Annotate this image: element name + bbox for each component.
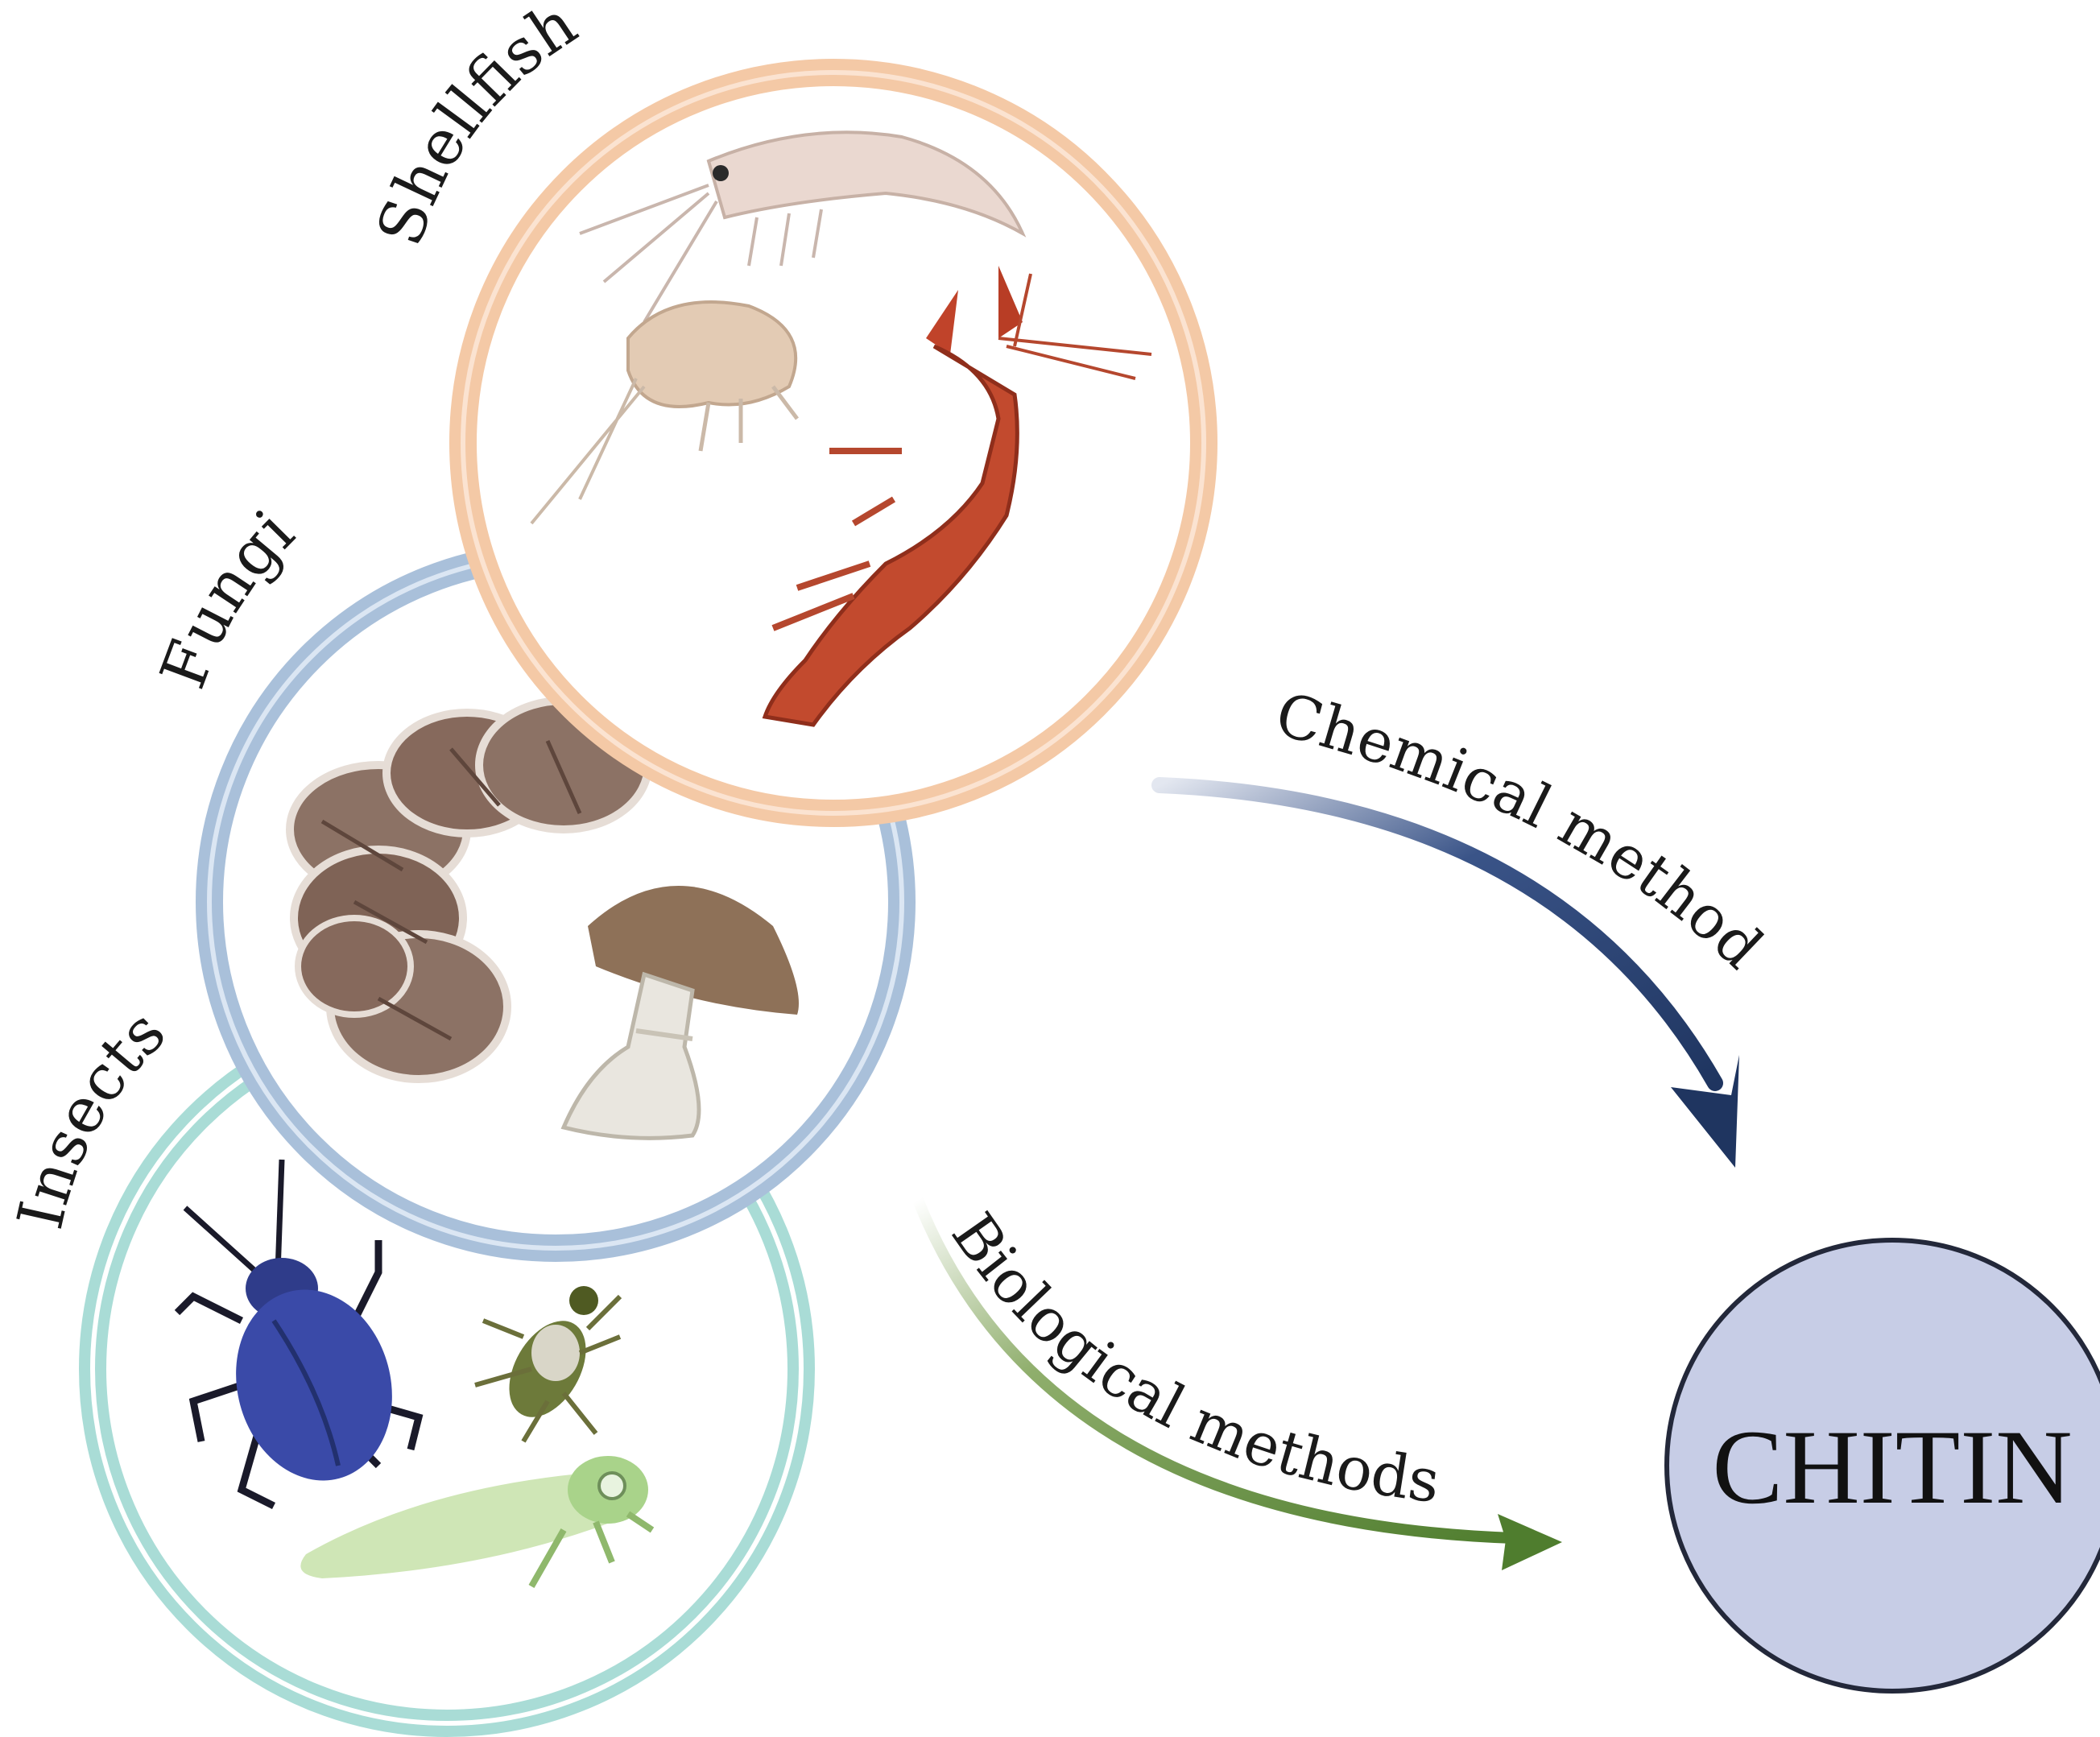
shellfish-group xyxy=(449,59,1217,827)
amphipod-icon xyxy=(530,300,799,525)
beetle-icon xyxy=(174,1159,424,1510)
chitin-circle xyxy=(1664,1238,2100,1694)
crayfish-icon xyxy=(762,266,1152,727)
shrimp-icon xyxy=(579,130,1027,324)
mushroom-icon xyxy=(560,886,799,1140)
leafhopper-icon xyxy=(300,1456,655,1588)
chitin-label: CHITIN xyxy=(1712,1408,2072,1526)
chemical-method-arrow xyxy=(1151,777,1739,1168)
chitin-node: CHITIN xyxy=(1664,1238,2100,1694)
bug-icon xyxy=(474,1286,622,1443)
biological-methods-arrow xyxy=(912,1194,1562,1570)
chemical-method-label: Chemical method xyxy=(1269,680,1776,982)
